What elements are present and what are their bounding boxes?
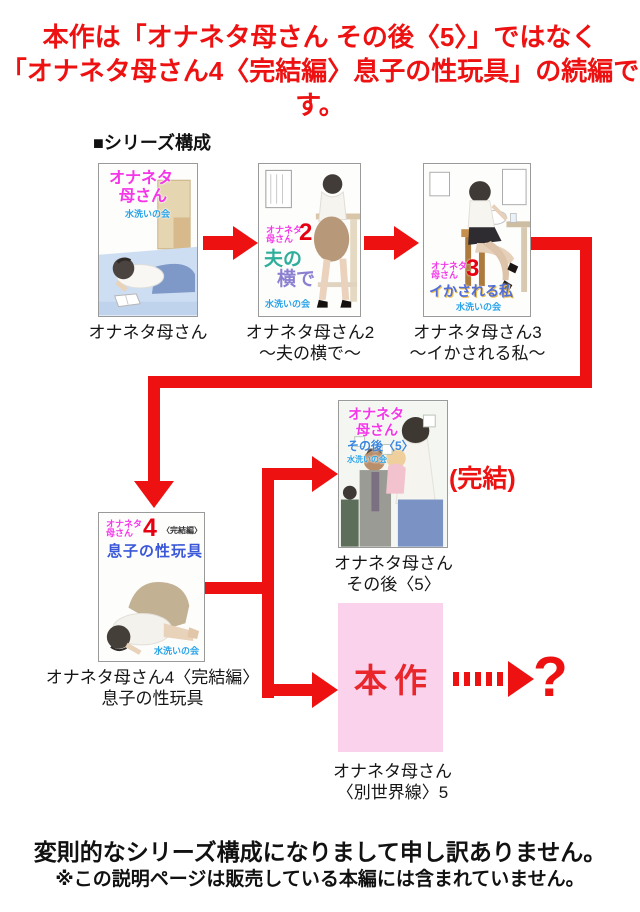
caption-vol1: オナネタ母さん (88, 323, 208, 342)
cover-vol5-subtitle: その後〈5〉 (347, 439, 414, 453)
cover-vol5-circle-name: 水洗いの会 (347, 455, 387, 464)
footer-apology: 変則的なシリーズ構成になりまして申し訳ありません。 (33, 839, 607, 865)
cover-vol5-art (339, 401, 447, 547)
cover-vol2-title: オナネタ 母さん (266, 225, 303, 245)
cover-vol3: オナネタ 母さん 3 イかされる私 水洗いの会 (423, 163, 531, 317)
cover-vol3-circle-name: 水洗いの会 (456, 302, 502, 312)
honsaku-label: 本作 (354, 661, 434, 699)
caption-vol3: オナネタ母さん3 ～イかされる私～ (409, 323, 546, 363)
cover-vol1-title-line2: 母さん (119, 188, 168, 205)
cover-vol5-title-line1: オナネタ (348, 406, 404, 422)
cover-vol2-art (259, 164, 360, 316)
future-question-mark: ? (533, 645, 568, 709)
caption-vol2: オナネタ母さん2 ～夫の横で～ (245, 323, 375, 363)
cover-vol4-art (99, 513, 204, 661)
headline-line1: 本作は「オナネタ母さん その後〈5〉」ではなく (42, 22, 598, 52)
caption-vol5: オナネタ母さん その後〈5〉 (334, 554, 453, 594)
footer-disclaimer: ※この説明ページは販売している本編には含まれていません。 (55, 869, 585, 890)
cover-vol4-number: 4 (143, 514, 157, 542)
vol5-complete-note: (完結) (449, 465, 516, 493)
honsaku-box: 本作 (338, 603, 443, 752)
cover-vol1-circle-name: 水洗いの会 (125, 209, 171, 219)
cover-vol4-title: オナネタ 母さん (106, 519, 143, 539)
caption-vol4: オナネタ母さん4〈完結編〉 息子の性玩具 (45, 668, 260, 708)
cover-vol2-subtitle-line1: 夫の (264, 249, 303, 270)
cover-vol5: オナネタ 母さん その後〈5〉 水洗いの会 (338, 400, 448, 548)
cover-vol3-title: オナネタ 母さん (431, 261, 468, 281)
cover-vol1: オナネタ 母さん 水洗いの会 (98, 163, 198, 317)
headline: 本作は「オナネタ母さん その後〈5〉」ではなく 「オナネタ母さん4〈完結編〉息子… (0, 20, 640, 122)
cover-vol1-title-line1: オナネタ (109, 170, 174, 187)
caption-honsaku: オナネタ母さん 〈別世界線〉5 (333, 762, 452, 802)
cover-vol2-subtitle-line2: 横で (277, 269, 316, 290)
headline-line2: 「オナネタ母さん4〈完結編〉息子の性玩具」の続編です。 (0, 56, 640, 120)
section-title: ■シリーズ構成 (93, 133, 211, 153)
cover-vol5-title-line2: 母さん (356, 422, 398, 438)
cover-vol1-art (99, 164, 197, 316)
cover-vol2-circle-name: 水洗いの会 (265, 299, 311, 309)
cover-vol3-number: 3 (466, 255, 480, 282)
cover-vol2: オナネタ 母さん 2 夫の 横で 水洗いの会 (258, 163, 361, 317)
cover-vol2-number: 2 (299, 219, 313, 246)
cover-vol3-subtitle: イかされる私 (429, 283, 513, 299)
cover-vol3-art (424, 164, 530, 316)
cover-vol4: オナネタ 母さん 4 〈完結編〉 息子の性玩具 水洗いの会 (98, 512, 205, 662)
cover-vol4-edition: 〈完結編〉 (162, 526, 202, 535)
cover-vol4-circle-name: 水洗いの会 (154, 646, 200, 656)
cover-vol4-subtitle: 息子の性玩具 (107, 543, 204, 560)
